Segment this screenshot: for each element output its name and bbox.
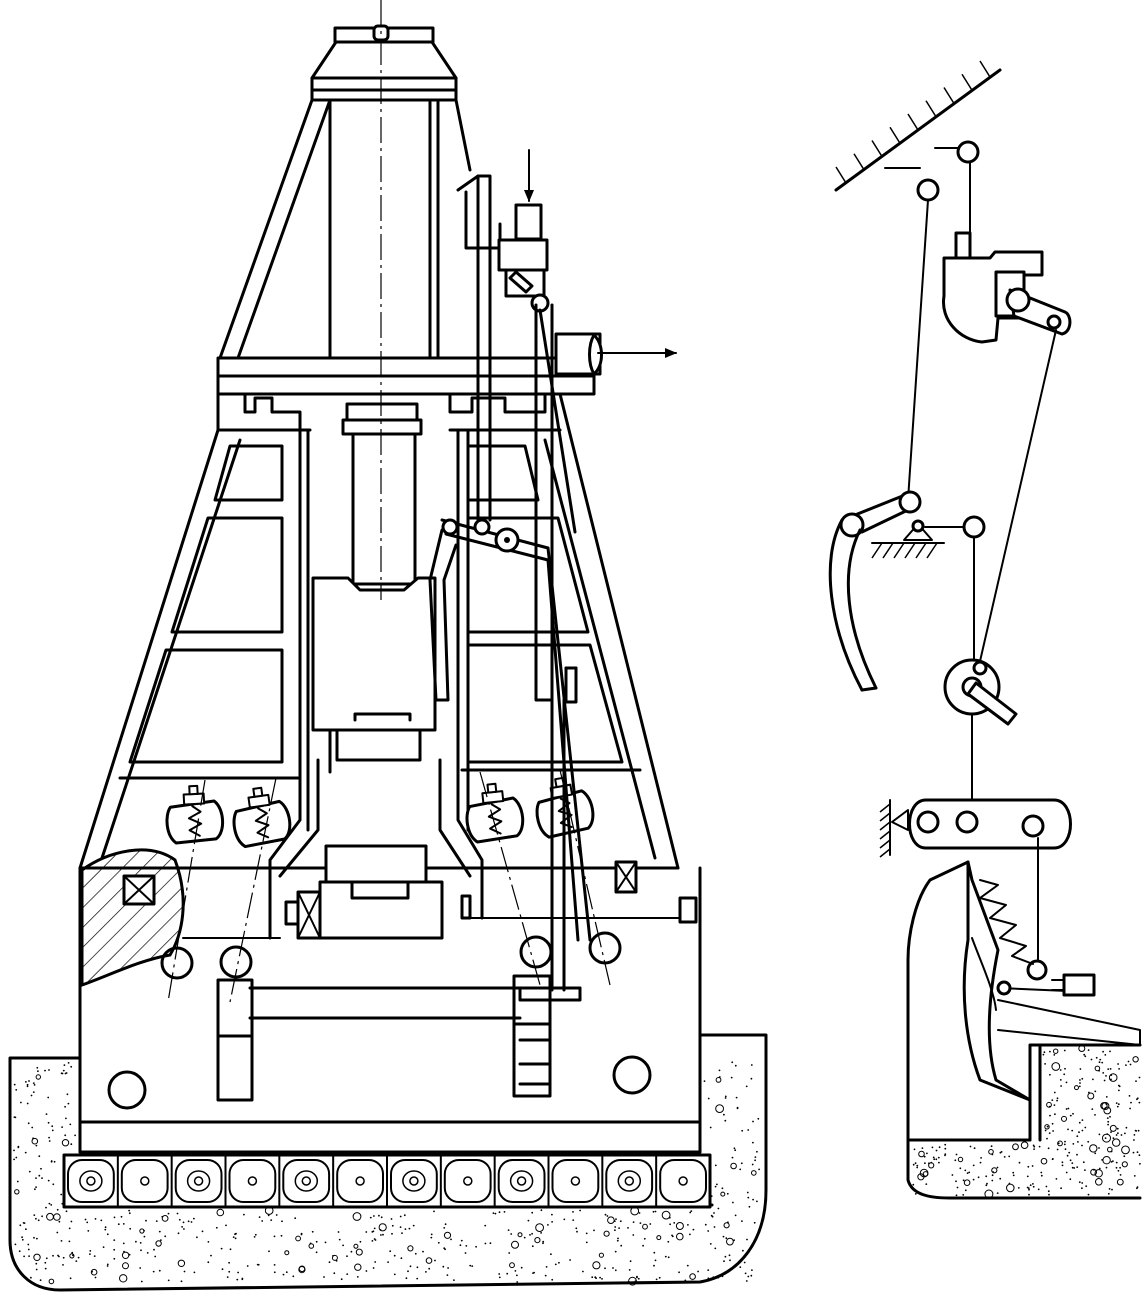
- press-crown: [310, 24, 458, 360]
- connecting-rods: [907, 199, 1057, 671]
- hatched-section-left: [80, 848, 185, 988]
- guide-roller-right-2: [588, 931, 622, 965]
- bed-bolt-hole-right: [612, 1055, 652, 1095]
- guide-roller-left-2: [219, 945, 253, 979]
- guide-columns: [216, 974, 582, 1102]
- press-ram: [278, 402, 472, 878]
- press-front-section: [8, 0, 768, 1292]
- foundation-cushion-blocks: [62, 1153, 712, 1209]
- frame-windows-right: [456, 428, 642, 920]
- fixed-support-top: [834, 60, 1002, 241]
- bed-bolt-hole-left: [107, 1070, 147, 1110]
- control-linkage: [428, 174, 603, 992]
- centerlines: [167, 0, 611, 1003]
- press-upright-frame: [78, 98, 680, 870]
- link-bar: [879, 798, 1072, 967]
- lower-jaw-assembly: [906, 860, 1142, 1200]
- spring-buffers: [165, 776, 595, 849]
- upper-bracket: [942, 231, 1072, 344]
- guide-roller-right: [519, 935, 553, 969]
- crank-disc: [943, 658, 1018, 801]
- press-die: [284, 844, 698, 940]
- curved-lever: [828, 490, 986, 692]
- mechanism-kinematic-scheme: [828, 60, 1142, 1200]
